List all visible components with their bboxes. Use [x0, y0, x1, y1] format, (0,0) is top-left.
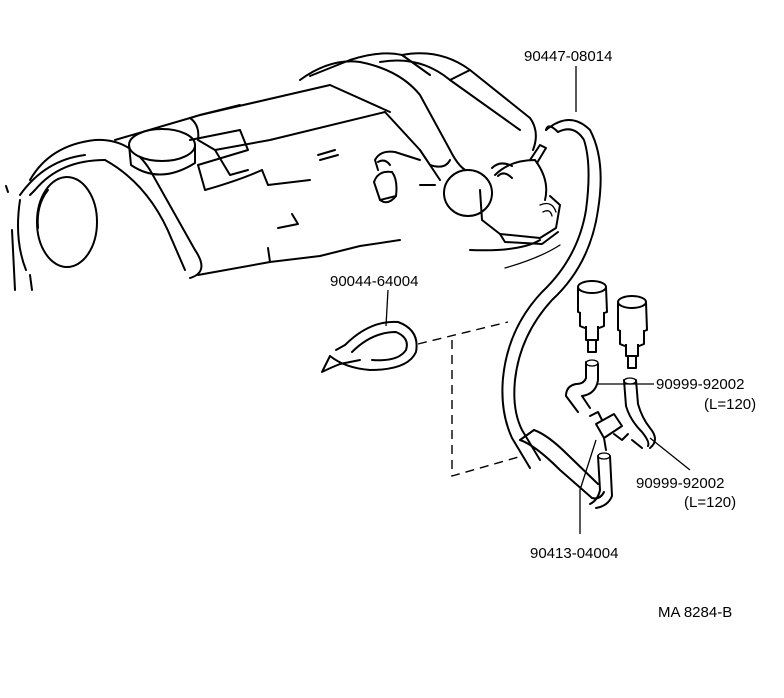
leader-90999-92002-lower [649, 437, 691, 471]
three-way-connector [589, 411, 629, 509]
valve-left [577, 280, 608, 353]
length-note-upper: (L=120) [704, 396, 756, 413]
part-number-hose-lower-right: 90999-92002 [636, 475, 724, 492]
clamp-location-dashed-line-2 [451, 340, 523, 477]
part-number-hose-main: 90447-08014 [524, 48, 612, 65]
main-hose [501, 119, 605, 500]
hose-clamp [321, 320, 418, 373]
short-hose-upper [565, 359, 599, 413]
part-number-three-way: 90413-04004 [530, 545, 618, 562]
part-number-clamp: 90044-64004 [330, 273, 418, 290]
engine-block [5, 52, 561, 291]
drawing-code: MA 8284-B [658, 604, 732, 621]
leader-90413-04004 [579, 439, 597, 534]
leader-90044-64004 [385, 289, 389, 327]
part-number-hose-upper-right: 90999-92002 [656, 376, 744, 393]
clamp-location-dashed-line [417, 321, 509, 345]
length-note-lower: (L=120) [684, 494, 736, 511]
valve-right [617, 295, 648, 369]
short-hose-lower [623, 377, 656, 449]
